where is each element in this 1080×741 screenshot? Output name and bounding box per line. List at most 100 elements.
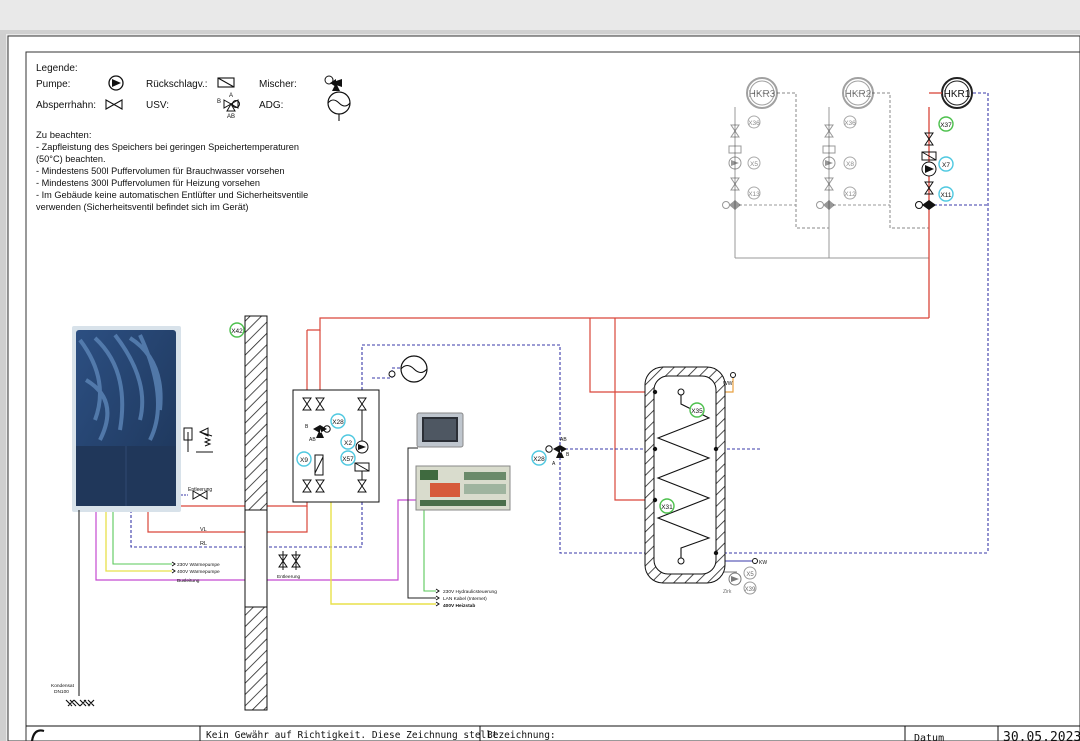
svg-text:230V Hydraulicsteuerung: 230V Hydraulicsteuerung	[443, 589, 497, 595]
svg-text:X42: X42	[231, 328, 243, 335]
svg-text:230V Wärmepumpe: 230V Wärmepumpe	[177, 562, 220, 568]
hkr1-components: X37 X7 X11	[915, 116, 954, 210]
svg-text:Zirk: Zirk	[723, 589, 732, 595]
circuit-name: HKR1	[944, 89, 971, 100]
disclaimer: Kein Gewähr auf Richtigkeit. Diese Zeich…	[206, 730, 498, 741]
badge-x28: X28	[330, 413, 346, 429]
hydraulic-group: B AB X28 X2 X9 X57	[292, 389, 380, 503]
badge-x37: X37	[938, 116, 954, 132]
title-block: Kein Gewähr auf Richtigkeit. Diese Zeich…	[26, 725, 1080, 741]
circuit-name: HKR2	[845, 89, 872, 100]
pump-icon	[108, 75, 124, 91]
circuit-name: HKR3	[749, 89, 776, 100]
storage-tank: X35 X31	[644, 366, 726, 584]
drain-valves: Entleerung	[277, 551, 301, 580]
expansion-vessel	[388, 355, 428, 383]
note-line: - Im Gebäude keine automatischen Entlüft…	[36, 190, 308, 200]
circulation-pump: X5 X39 Zirk	[723, 566, 757, 595]
legend: Legende: Pumpe: Rückschlagv.: Mischer: A…	[36, 63, 351, 121]
svg-text:400V Wärmepumpe: 400V Wärmepumpe	[177, 569, 220, 575]
legend-title: Legende:	[36, 63, 78, 74]
svg-text:X37: X37	[940, 122, 952, 129]
svg-text:X2: X2	[344, 440, 352, 447]
designation-label: Bezeichnung:	[487, 730, 556, 741]
company-logo	[30, 729, 45, 741]
svg-text:AB: AB	[227, 114, 235, 120]
drain-valve-icon	[181, 490, 208, 500]
label-rl: RL	[200, 541, 207, 547]
badge-x28b: X28	[531, 450, 547, 466]
svg-text:X11: X11	[940, 192, 951, 199]
badge-x7: X7	[938, 156, 954, 172]
svg-text:X28: X28	[533, 456, 545, 463]
hkr2-components: X36 X8 X12	[816, 115, 857, 210]
circuit-hkr1: HKR1	[941, 77, 973, 109]
svg-text:AB: AB	[560, 437, 567, 443]
heating-circuits: HKR3 HKR2 HKR1 X36 X5	[722, 77, 989, 553]
label-vl: VL	[200, 527, 207, 533]
svg-text:X12: X12	[844, 191, 856, 198]
badge-x35: X35	[689, 402, 705, 418]
badge-x31: X31	[659, 498, 675, 514]
svg-text:X36: X36	[844, 120, 856, 127]
note-line: (50°C) beachten.	[36, 154, 106, 164]
safety-valve-group-icon	[183, 427, 213, 453]
note-line: verwenden (Sicherheitsventil befindet si…	[36, 202, 248, 212]
svg-text:DN100: DN100	[54, 689, 69, 695]
shutoff-valve-icon	[105, 99, 123, 110]
svg-text:Busleitung: Busleitung	[177, 578, 200, 584]
badge-x11: X11	[938, 186, 954, 202]
date-value: 30.05.2023	[1003, 730, 1080, 741]
notes-title: Zu beachten:	[36, 130, 91, 141]
usv-valve-icon: A B AB	[217, 93, 240, 120]
svg-text:X36: X36	[748, 120, 760, 127]
legend-mixer: Mischer:	[259, 79, 297, 90]
label-entleerung: Entleerung	[277, 574, 301, 580]
svg-text:X57: X57	[342, 456, 354, 463]
label-kw: KW	[759, 560, 767, 566]
svg-text:400V Heizstab: 400V Heizstab	[443, 603, 475, 609]
badge-x57: X57	[340, 450, 356, 466]
svg-text:B: B	[566, 452, 570, 458]
label-entleerung-hp: Entleerung	[188, 487, 212, 493]
control-display	[416, 412, 464, 448]
svg-text:X7: X7	[942, 162, 950, 169]
svg-text:X5: X5	[746, 572, 754, 578]
legend-usv: USV:	[146, 100, 169, 111]
heat-pump-unit	[72, 326, 181, 512]
condensate-drain: Kondensat DN100	[51, 510, 95, 707]
label-ww: WW	[723, 381, 733, 387]
svg-text:X39: X39	[745, 587, 756, 593]
svg-text:LAN Kabel (Internet): LAN Kabel (Internet)	[443, 596, 487, 602]
note-line: - Mindestens 500l Puffervolumen für Brau…	[36, 166, 285, 176]
expansion-vessel-icon	[327, 91, 351, 121]
legend-adg: ADG:	[259, 100, 283, 111]
cables-left: 230V Wärmepumpe 400V Wärmepumpe Busleitu…	[171, 561, 220, 584]
svg-text:X35: X35	[691, 408, 703, 415]
mixer-icon	[324, 75, 342, 91]
svg-text:X5: X5	[750, 161, 758, 168]
badge-x42: X42	[229, 322, 245, 338]
svg-text:X9: X9	[300, 457, 308, 464]
svg-text:X13: X13	[748, 191, 760, 198]
svg-text:X8: X8	[846, 161, 854, 168]
note-line: - Mindestens 300l Puffervolumen für Heiz…	[36, 178, 260, 188]
svg-text:B: B	[217, 99, 221, 105]
control-board	[415, 465, 511, 511]
check-valve-icon	[217, 77, 235, 88]
hkr3-components: X36 X5 X13	[722, 115, 761, 210]
svg-text:B: B	[305, 424, 309, 430]
drawing-sheet	[7, 35, 1080, 741]
switching-valve-x28: AB A B X28	[531, 437, 570, 467]
date-label: Datum	[914, 733, 944, 741]
svg-text:A: A	[229, 93, 233, 99]
legend-check-valve: Rückschlagv.:	[146, 79, 208, 90]
circuit-hkr2: HKR2	[842, 77, 874, 109]
wall: X42	[229, 315, 268, 711]
notes: Zu beachten: - Zapfleistung des Speicher…	[36, 130, 308, 212]
note-line: - Zapfleistung des Speichers bei geringe…	[36, 142, 299, 152]
svg-text:AB: AB	[309, 437, 316, 443]
svg-text:A: A	[552, 461, 556, 467]
legend-shutoff: Absperrhahn:	[36, 100, 96, 111]
